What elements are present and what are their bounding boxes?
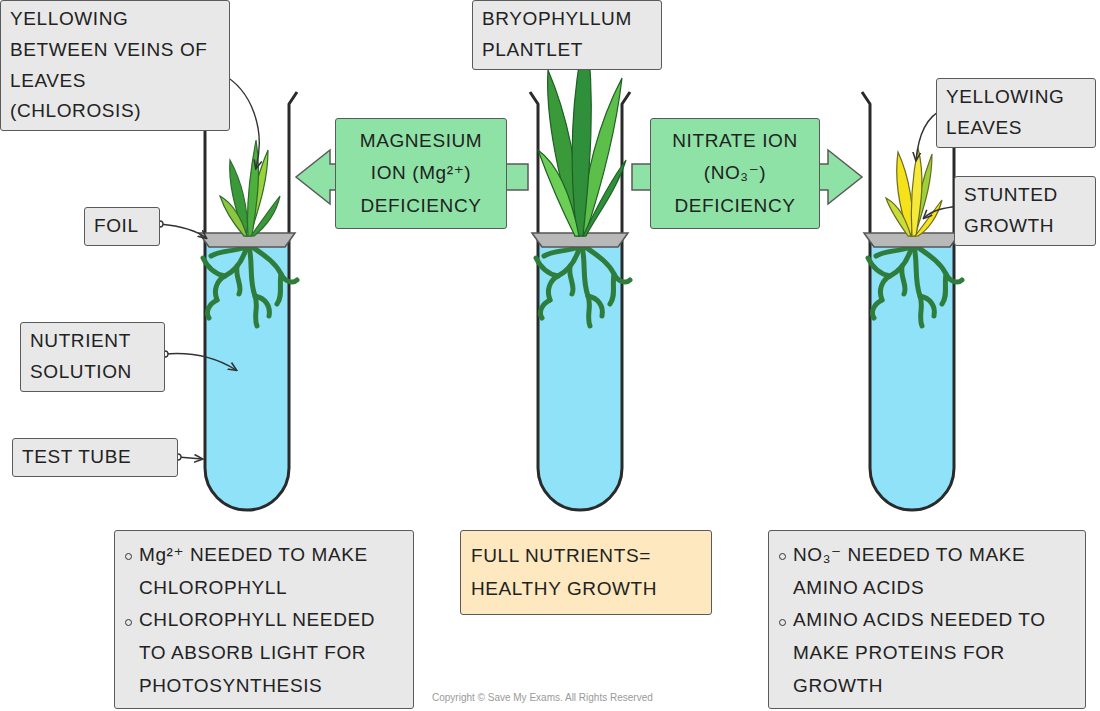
roots xyxy=(536,246,630,326)
callout-box: FOIL xyxy=(84,207,160,246)
box-text: STUNTED GROWTH xyxy=(964,180,1086,242)
box-text: TEST TUBE xyxy=(22,442,168,473)
box-text: YELLOWING LEAVES xyxy=(946,82,1086,144)
leader-dot xyxy=(157,25,961,460)
callout-box: BRYOPHYLLUM PLANTLET xyxy=(472,0,662,70)
callout-box: STUNTED GROWTH xyxy=(954,176,1096,246)
deficiency-box: NITRATE ION (NO₃⁻) DEFICIENCY xyxy=(650,118,820,229)
plant-chlorosis xyxy=(220,140,280,236)
plant-yellow xyxy=(886,148,942,236)
leader-line xyxy=(160,27,958,459)
box-text: NUTRIENT SOLUTION xyxy=(30,326,155,388)
box-text: BRYOPHYLLUM PLANTLET xyxy=(482,4,652,66)
box-text: AMINO ACIDS NEEDED TO MAKE PROTEINS FOR … xyxy=(779,604,1075,702)
box-text: FOIL xyxy=(94,211,150,242)
roots xyxy=(868,246,962,326)
callout-box: NUTRIENT SOLUTION xyxy=(20,322,165,392)
callout-box: YELLOWING BETWEEN VEINS OF LEAVES (CHLOR… xyxy=(0,0,230,131)
box-text: FULL NUTRIENTS= HEALTHY GROWTH xyxy=(471,539,701,606)
box-text: CHLOROPHYLL NEEDED TO ABSORB LIGHT FOR P… xyxy=(125,604,403,702)
result-box: FULL NUTRIENTS= HEALTHY GROWTH xyxy=(460,530,712,615)
roots xyxy=(203,246,297,326)
watermark: Copyright © Save My Exams. All Rights Re… xyxy=(432,692,653,703)
deficiency-box: MAGNESIUM ION (Mg²⁺) DEFICIENCY xyxy=(335,118,507,229)
box-text: MAGNESIUM ION (Mg²⁺) DEFICIENCY xyxy=(344,125,498,222)
box-text: NO₃⁻ NEEDED TO MAKE AMINO ACIDS xyxy=(779,539,1075,604)
explanation-box: Mg²⁺ NEEDED TO MAKE CHLOROPHYLLCHLOROPHY… xyxy=(114,530,414,709)
box-text: Mg²⁺ NEEDED TO MAKE CHLOROPHYLL xyxy=(125,539,403,604)
callout-box: YELLOWING LEAVES xyxy=(936,78,1096,148)
box-text: YELLOWING BETWEEN VEINS OF LEAVES (CHLOR… xyxy=(10,4,220,127)
explanation-box: NO₃⁻ NEEDED TO MAKE AMINO ACIDSAMINO ACI… xyxy=(768,530,1086,709)
callout-box: TEST TUBE xyxy=(12,438,178,477)
box-text: NITRATE ION (NO₃⁻) DEFICIENCY xyxy=(659,125,811,222)
nutrient-solution xyxy=(205,242,954,510)
